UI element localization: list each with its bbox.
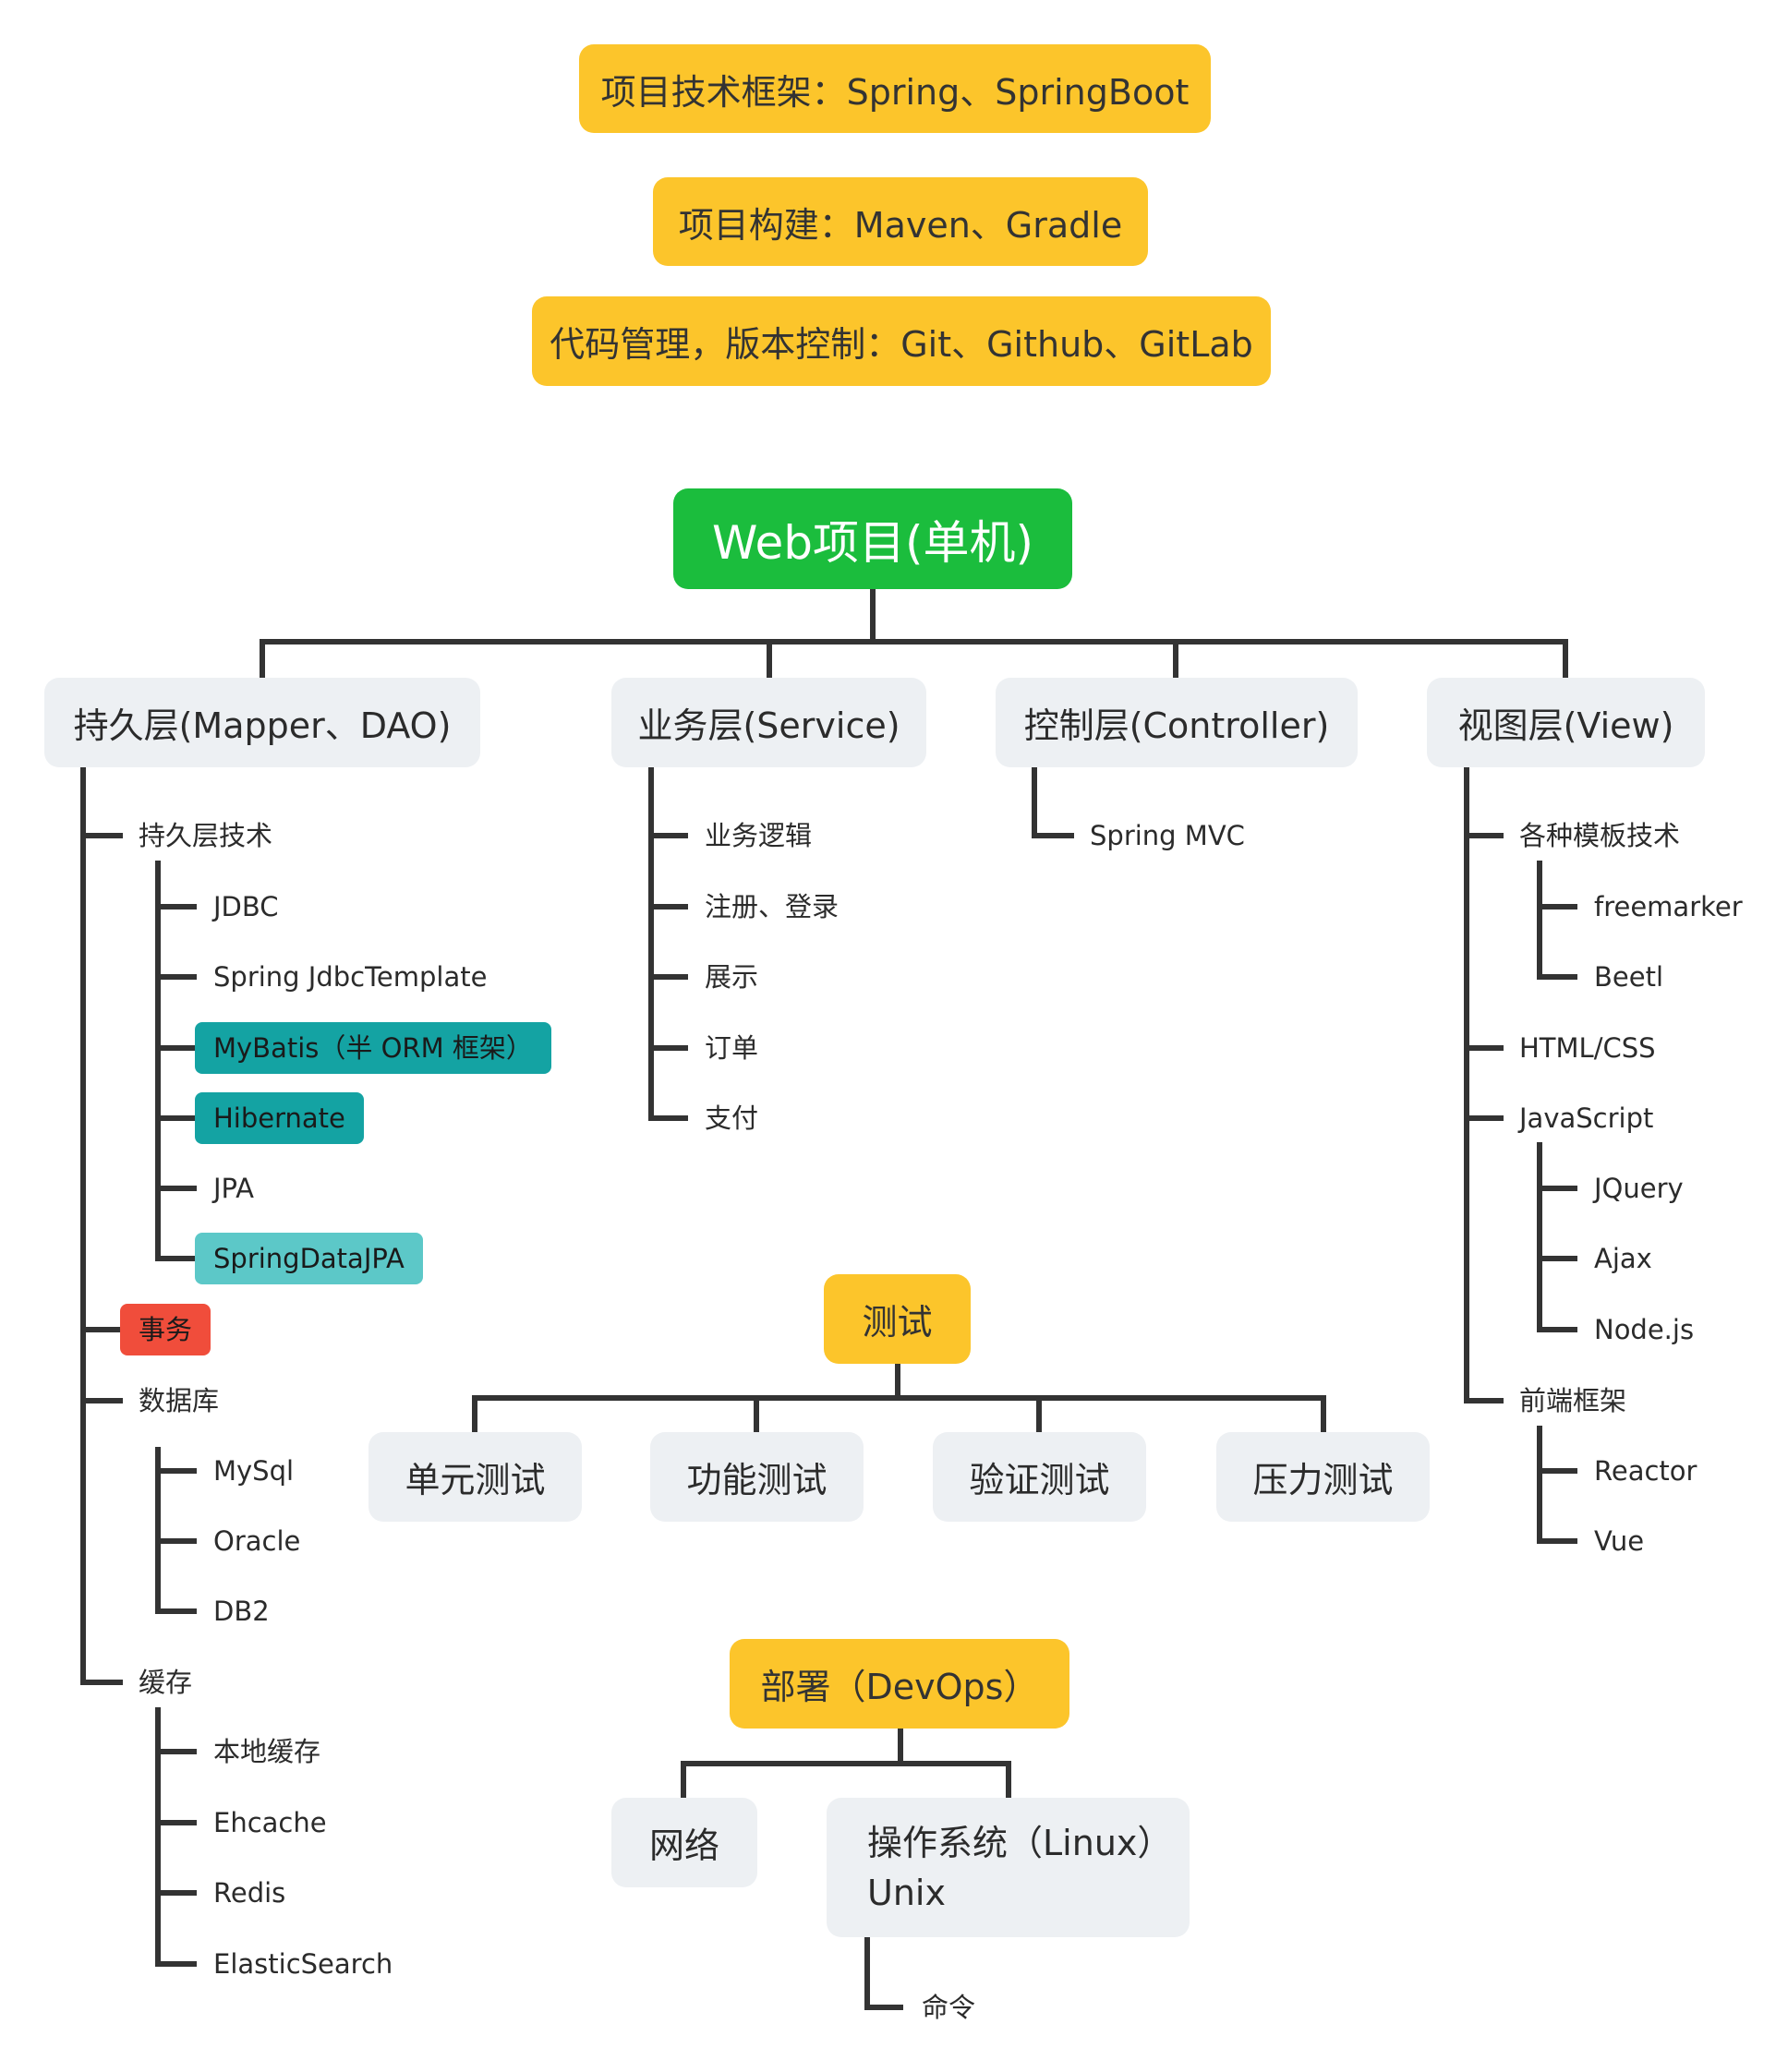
- persistence-layer-title: 持久层(Mapper、DAO): [73, 705, 452, 746]
- database-item-oracle: Oracle: [213, 1525, 301, 1557]
- view-js-label: JavaScript: [1519, 1102, 1654, 1134]
- deploy-title: 部署（DevOps）: [760, 1667, 1039, 1707]
- view-layer-box: 视图层(View): [1427, 678, 1705, 767]
- view-template-label: 各种模板技术: [1519, 820, 1681, 851]
- tech-item-hibernate: Hibernate: [195, 1092, 364, 1144]
- view-html-css: HTML/CSS: [1519, 1032, 1656, 1064]
- controller-item-springmvc: Spring MVC: [1090, 820, 1245, 851]
- view-trunk: [1464, 764, 1504, 1403]
- cache-item-ehcache: Ehcache: [213, 1807, 327, 1838]
- database-label: 数据库: [139, 1385, 220, 1416]
- framework-box: 项目技术框架：Spring、SpringBoot: [579, 44, 1211, 133]
- tech-item-jdbctemplate: Spring JdbcTemplate: [213, 961, 488, 993]
- database-item-mysql: MySql: [213, 1455, 295, 1487]
- persistence-trunk: [80, 764, 123, 1685]
- tech-item-mybatis: MyBatis（半 ORM 框架）: [195, 1022, 551, 1074]
- service-item-order: 订单: [705, 1032, 759, 1064]
- view-js-branch: [1537, 1142, 1577, 1332]
- test-verify-label: 验证测试: [969, 1460, 1110, 1500]
- tech-item-jpa: JPA: [213, 1173, 255, 1204]
- transaction-tag: 事务: [120, 1304, 211, 1355]
- deploy-connector: [681, 1727, 1011, 1803]
- root-box: Web项目(单机): [673, 488, 1072, 589]
- network-box: 网络: [611, 1798, 757, 1887]
- vcs-label: 代码管理，版本控制：Git、Github、GitLab: [550, 324, 1253, 365]
- view-frontend-vue: Vue: [1594, 1525, 1645, 1557]
- os-label-line1: 操作系统（Linux）: [867, 1823, 1173, 1863]
- persistence-tech-label: 持久层技术: [139, 820, 273, 851]
- view-template-freemarker: freemarker: [1594, 891, 1743, 922]
- database-item-db2: DB2: [213, 1596, 270, 1627]
- view-js-ajax: Ajax: [1594, 1243, 1652, 1274]
- service-layer-box: 业务层(Service): [611, 678, 926, 767]
- persistence-tech-branch: [155, 861, 197, 1261]
- testing-title: 测试: [862, 1302, 933, 1343]
- view-frontend-branch: [1537, 1426, 1577, 1544]
- test-unit-label: 单元测试: [405, 1460, 546, 1500]
- database-branch: [155, 1447, 197, 1614]
- build-label: 项目构建：Maven、Gradle: [678, 204, 1123, 246]
- test-verify-box: 验证测试: [933, 1432, 1146, 1522]
- network-label: 网络: [648, 1825, 719, 1866]
- view-frontend-label: 前端框架: [1519, 1385, 1627, 1416]
- view-frontend-reactor: Reactor: [1594, 1455, 1697, 1487]
- test-stress-label: 压力测试: [1252, 1460, 1394, 1500]
- os-box: 操作系统（Linux） Unix: [827, 1798, 1190, 1937]
- cache-item-local: 本地缓存: [213, 1736, 321, 1767]
- cache-branch: [155, 1707, 197, 1967]
- service-item-login: 注册、登录: [705, 891, 840, 922]
- view-js-jquery: JQuery: [1594, 1173, 1684, 1204]
- test-stress-box: 压力测试: [1216, 1432, 1430, 1522]
- test-function-label: 功能测试: [686, 1460, 828, 1500]
- view-template-branch: [1537, 861, 1577, 980]
- root-connector: [260, 588, 1568, 686]
- vcs-box: 代码管理，版本控制：Git、Github、GitLab: [532, 296, 1271, 386]
- controller-layer-box: 控制层(Controller): [996, 678, 1358, 767]
- os-command-connector: [864, 1936, 903, 2010]
- deploy-box: 部署（DevOps）: [730, 1639, 1069, 1729]
- service-layer-title: 业务层(Service): [637, 705, 900, 746]
- persistence-layer-box: 持久层(Mapper、DAO): [44, 678, 480, 767]
- service-item-display: 展示: [705, 961, 759, 993]
- service-item-payment: 支付: [705, 1102, 759, 1134]
- tech-item-jdbc: JDBC: [213, 891, 279, 922]
- build-box: 项目构建：Maven、Gradle: [653, 177, 1148, 266]
- cache-item-elasticsearch: ElasticSearch: [213, 1948, 393, 1980]
- root-label: Web项目(单机): [711, 515, 1034, 570]
- cache-label: 缓存: [139, 1667, 193, 1698]
- test-function-box: 功能测试: [650, 1432, 864, 1522]
- os-label-line2: Unix: [867, 1873, 946, 1913]
- view-js-nodejs: Node.js: [1594, 1314, 1695, 1345]
- controller-layer-title: 控制层(Controller): [1023, 705, 1330, 746]
- service-branch: [648, 764, 688, 1121]
- os-command: 命令: [922, 1992, 976, 2023]
- view-layer-title: 视图层(View): [1457, 705, 1674, 746]
- test-unit-box: 单元测试: [368, 1432, 582, 1522]
- service-item-logic: 业务逻辑: [705, 820, 813, 851]
- testing-connector: [472, 1361, 1326, 1439]
- tech-item-springdatajpa: SpringDataJPA: [195, 1233, 423, 1284]
- framework-label: 项目技术框架：Spring、SpringBoot: [600, 71, 1190, 113]
- view-template-beetl: Beetl: [1594, 961, 1664, 993]
- controller-branch: [1032, 764, 1074, 838]
- cache-item-redis: Redis: [213, 1877, 286, 1909]
- testing-box: 测试: [824, 1274, 971, 1364]
